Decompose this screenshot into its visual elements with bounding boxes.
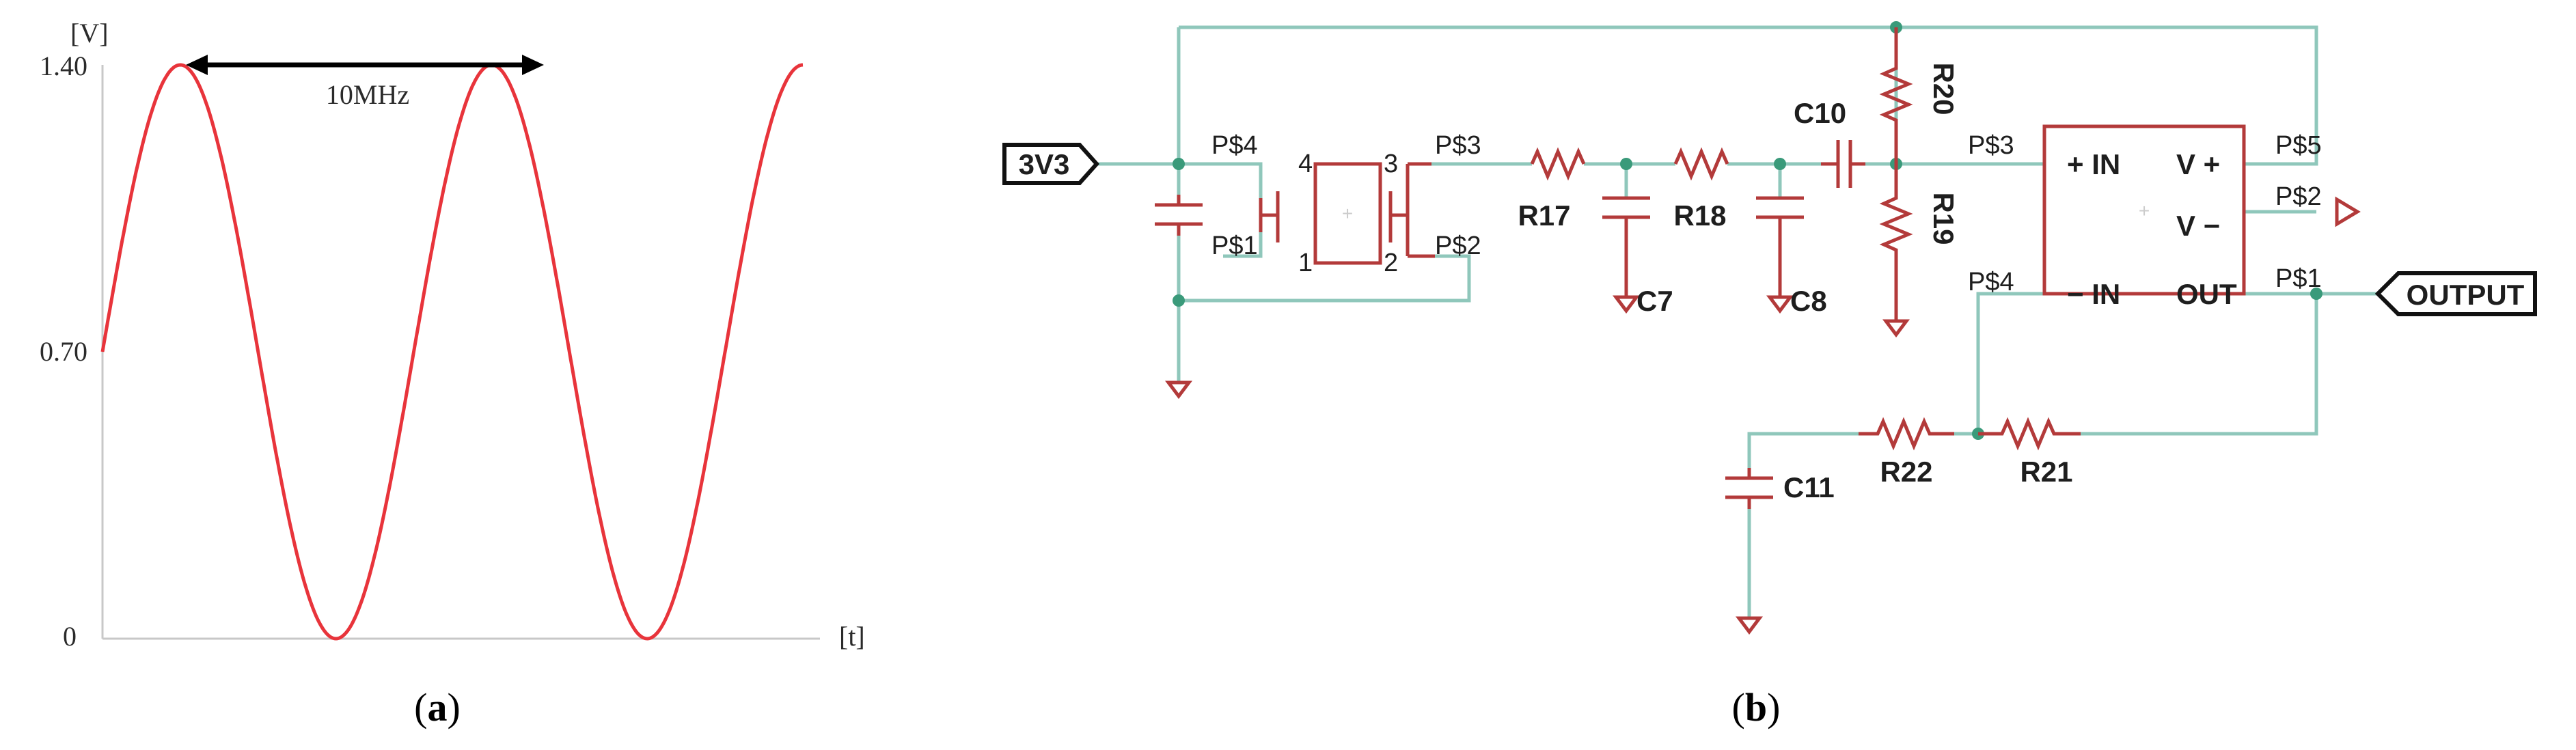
capacitor-c7: C7 [1602, 196, 1673, 317]
caption-b: (b) [1732, 685, 1781, 730]
svg-text:+: + [1342, 203, 1353, 224]
opamp-v-minus: V − [2176, 210, 2220, 242]
svg-text:C7: C7 [1636, 285, 1673, 317]
resistor-r22: R22 [1859, 417, 1954, 488]
opamp-out: OUT [2176, 278, 2237, 310]
y-tick-0: 0 [63, 621, 77, 652]
svg-text:R20: R20 [1928, 62, 1960, 115]
opamp-v-plus: V + [2176, 148, 2220, 180]
svg-text:C10: C10 [1794, 97, 1846, 129]
svg-text:C8: C8 [1790, 285, 1827, 317]
sine-waveform-line [100, 63, 804, 641]
resistor-r20: R20 [1879, 27, 1960, 164]
opamp-in-plus: + IN [2067, 148, 2120, 180]
opamp-in-minus: − IN [2067, 278, 2120, 310]
panel-a-waveform-chart: [V] 1.40 0.70 0 [t] 10MHz (a) [40, 18, 865, 730]
frequency-annotation: 10MHz [326, 79, 409, 110]
pin-label: P$1 [2275, 264, 2322, 293]
pin-label: P$1 [1211, 232, 1258, 260]
pin-label: P$5 [2275, 131, 2322, 160]
resistor-r18: R18 [1673, 147, 1729, 232]
pin-label: P$4 [1211, 131, 1258, 160]
svg-text:OUTPUT: OUTPUT [2407, 279, 2525, 311]
y-unit-label: [V] [70, 18, 109, 48]
svg-text:+: + [2139, 200, 2150, 221]
resistor-r21: R21 [1978, 417, 2081, 488]
ground-symbol-pin2 [2335, 196, 2361, 227]
svg-text:R21: R21 [2020, 456, 2072, 488]
pin-label: P$4 [1968, 268, 2014, 296]
x-unit-label: [t] [839, 621, 865, 652]
output-port: OUTPUT [2374, 271, 2537, 316]
capacitor-c11: C11 [1725, 468, 1835, 509]
svg-text:R22: R22 [1880, 456, 1932, 488]
input-port-3v3: 3V3 [1002, 143, 1100, 185]
capacitor-decoupling [1155, 195, 1203, 236]
svg-text:R17: R17 [1518, 199, 1570, 232]
opamp-block: + + IN − IN V + V − OUT P$3 P$4 P$5 P$2 … [1968, 124, 2361, 310]
resistor-r19: R19 [1879, 164, 1960, 338]
pin-number: 2 [1384, 249, 1398, 277]
period-arrowhead-right [522, 55, 544, 75]
pin-number: 4 [1298, 150, 1313, 178]
panel-b-oscillator-schematic: 3V3 OUTPUT + P$ [1002, 21, 2537, 730]
pin-number: 3 [1384, 150, 1398, 178]
pin-label: P$3 [1968, 131, 2014, 160]
wires [1097, 25, 2378, 618]
crystal-oscillator: + P$4 P$1 P$3 P$2 4 3 1 2 [1211, 131, 1481, 277]
caption-a: (a) [414, 685, 461, 730]
capacitor-c8: C8 [1756, 196, 1827, 317]
junction-dots [1173, 21, 2322, 440]
svg-text:C11: C11 [1783, 471, 1835, 503]
period-arrowhead-left [186, 55, 208, 75]
svg-text:R18: R18 [1673, 199, 1726, 232]
y-tick-1.40: 1.40 [40, 51, 87, 81]
capacitor-c10: C10 [1794, 97, 1865, 188]
svg-text:3V3: 3V3 [1019, 148, 1070, 180]
svg-text:R19: R19 [1928, 192, 1960, 245]
y-tick-0.70: 0.70 [40, 336, 87, 367]
pin-number: 1 [1298, 249, 1313, 277]
resistor-r17: R17 [1518, 147, 1586, 232]
pin-label: P$2 [2275, 182, 2322, 211]
pin-label: P$2 [1435, 232, 1481, 260]
ground-symbols [1165, 380, 1763, 635]
pin-label: P$3 [1435, 131, 1481, 160]
